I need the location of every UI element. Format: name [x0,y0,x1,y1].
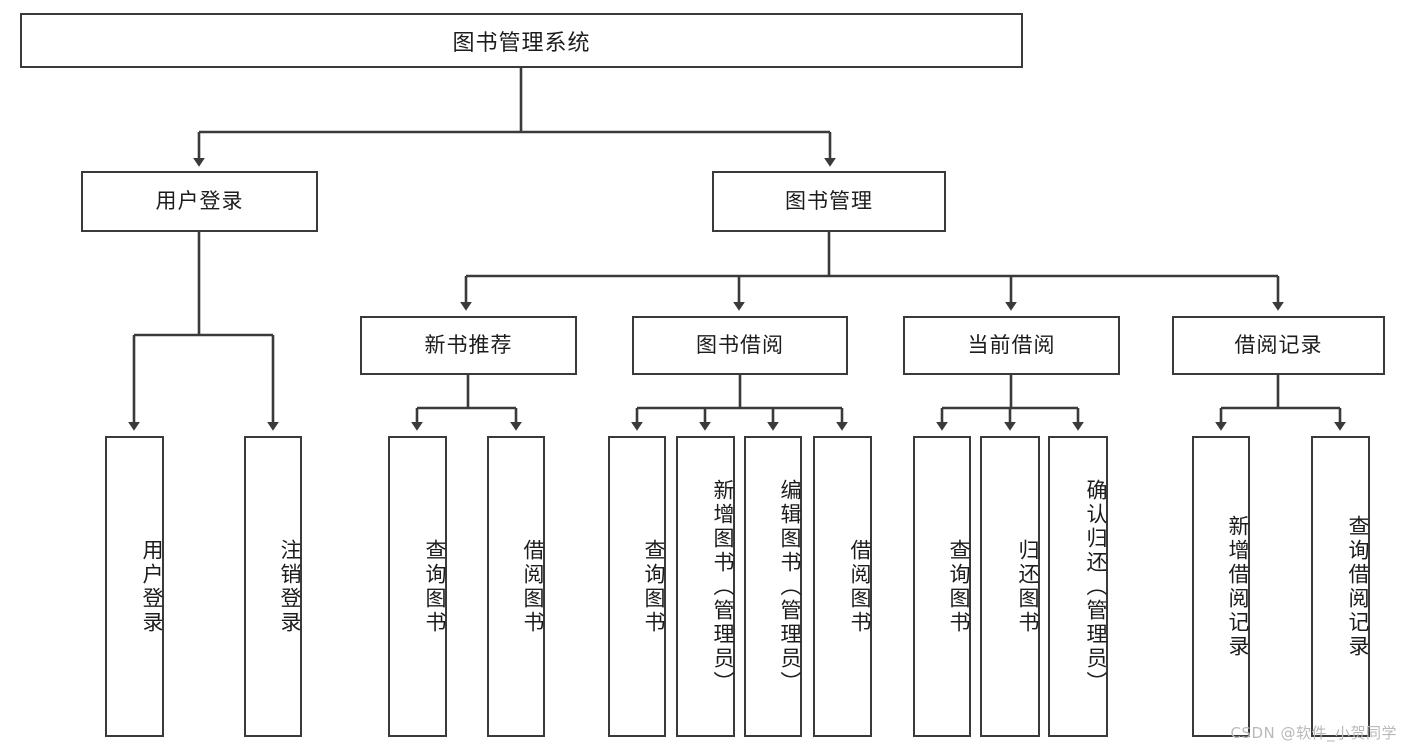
csdn-watermark: CSDN @软件_小贺同学 [1230,724,1397,742]
node-book-manage[interactable]: 图书管理 [712,171,946,232]
node-label: 归还图书 [1016,538,1040,635]
node-label: 查询图书 [947,538,971,635]
node-leaf-borrow-book-1[interactable]: 借阅图书 [487,436,545,737]
node-label: 编辑图书（管理员） [778,478,802,695]
node-label: 新增图书（管理员） [711,478,735,695]
node-borrow-record[interactable]: 借阅记录 [1172,316,1385,375]
node-leaf-add-book[interactable]: 新增图书（管理员） [676,436,735,737]
node-label: 用户登录 [140,538,164,635]
node-label: 查询图书 [423,538,447,635]
node-label: 借阅图书 [848,538,872,635]
edge-borrowrecord-to-leaves [1215,375,1346,431]
node-label: 当前借阅 [967,332,1056,357]
edge-currentborrow-to-leaves [936,375,1084,431]
node-label: 新书推荐 [424,332,513,357]
node-label: 查询图书 [642,538,666,635]
node-current-borrow[interactable]: 当前借阅 [903,316,1120,375]
node-leaf-borrow-book-2[interactable]: 借阅图书 [813,436,872,737]
edge-root-to-level2 [193,68,836,167]
node-leaf-query-book-2[interactable]: 查询图书 [608,436,666,737]
node-leaf-query-record[interactable]: 查询借阅记录 [1311,436,1370,737]
node-leaf-return-book[interactable]: 归还图书 [980,436,1040,737]
node-leaf-user-login[interactable]: 用户登录 [105,436,164,737]
node-label: 确认归还（管理员） [1084,478,1108,695]
node-book-borrow[interactable]: 图书借阅 [632,316,848,375]
node-label: 用户登录 [155,188,244,213]
node-label: 借阅记录 [1234,332,1323,357]
node-leaf-add-record[interactable]: 新增借阅记录 [1192,436,1250,737]
edge-userlogin-to-leaves [128,232,279,431]
node-leaf-user-logout[interactable]: 注销登录 [244,436,302,737]
node-leaf-query-book-3[interactable]: 查询图书 [913,436,971,737]
node-user-login[interactable]: 用户登录 [81,171,318,232]
node-label: 查询借阅记录 [1346,514,1370,659]
edge-newbook-to-leaves [411,375,522,431]
node-label: 注销登录 [278,538,302,635]
node-label: 借阅图书 [521,538,545,635]
node-leaf-confirm-return[interactable]: 确认归还（管理员） [1048,436,1108,737]
node-new-book-recommend[interactable]: 新书推荐 [360,316,577,375]
edge-bookmanage-to-level3 [460,232,1284,311]
node-root-system[interactable]: 图书管理系统 [20,13,1023,68]
edge-bookborrow-to-leaves [631,375,848,431]
node-leaf-query-book-1[interactable]: 查询图书 [388,436,447,737]
node-label: 图书借阅 [696,332,784,357]
node-label: 图书管理系统 [452,30,591,56]
node-label: 新增借阅记录 [1226,514,1250,659]
node-label: 图书管理 [785,188,873,213]
node-leaf-edit-book[interactable]: 编辑图书（管理员） [744,436,802,737]
